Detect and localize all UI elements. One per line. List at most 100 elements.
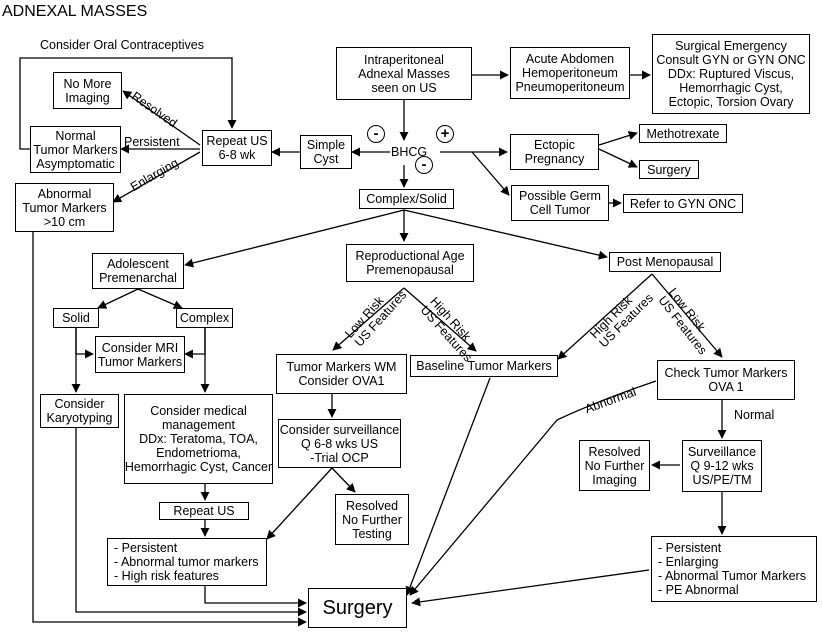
edge-adolescent-complex bbox=[137, 288, 183, 309]
edge-karyotyping-surgery bbox=[75, 428, 307, 617]
node-line: Karyotyping bbox=[46, 411, 113, 425]
edge-ocp-loop bbox=[19, 57, 237, 150]
node-line: Consider medical bbox=[150, 404, 247, 418]
node-complex-solid: Complex/Solid bbox=[359, 189, 454, 209]
node-line: Q 6-8 wks US bbox=[300, 436, 379, 451]
node-solid: Solid bbox=[53, 308, 99, 328]
node-line: DDx: Ruptured Viscus, bbox=[667, 67, 795, 81]
node-line: Premenopausal bbox=[366, 263, 454, 277]
node-acute-abdomen: Acute Abdomen Hemoperitoneum Pneumoperit… bbox=[510, 47, 630, 99]
node-line: Hemoperitoneum bbox=[522, 66, 618, 80]
node-line: - PE Abnormal bbox=[658, 583, 739, 597]
minus-sign-left: - bbox=[367, 125, 385, 143]
node-line: Post Menopausal bbox=[616, 255, 714, 269]
node-refer-gyn-onc: Refer to GYN ONC bbox=[623, 194, 743, 213]
node-surgery-small: Surgery bbox=[639, 160, 699, 179]
edge-bhcg-germcell bbox=[471, 151, 510, 196]
node-line: Adnexal Masses bbox=[358, 66, 450, 81]
node-line: Complex bbox=[179, 311, 230, 325]
node-line: No More bbox=[63, 76, 112, 91]
node-line: Surgery bbox=[322, 597, 393, 619]
node-line: Check Tumor Markers bbox=[664, 366, 788, 380]
node-line: Imaging bbox=[65, 90, 110, 105]
node-line: Testing bbox=[352, 526, 392, 541]
node-adolescent: Adolescent Premenarchal bbox=[92, 253, 184, 289]
edge-complex-adolescent bbox=[184, 209, 405, 268]
node-repeat-us: Repeat US bbox=[159, 502, 249, 520]
node-line: No Further bbox=[342, 512, 402, 527]
edge-abnormal10-surgery bbox=[32, 232, 307, 627]
node-line: Repeat US bbox=[206, 134, 268, 148]
node-line: Resolved bbox=[588, 444, 641, 459]
node-line: Adolescent bbox=[107, 257, 169, 271]
node-line: Surgical Emergency bbox=[675, 39, 787, 53]
node-line: >10 cm bbox=[43, 214, 86, 229]
node-line: DDx: Teratoma, TOA, bbox=[139, 432, 258, 446]
node-no-more-imaging: No More Imaging bbox=[53, 72, 122, 109]
node-repeat-us-6-8: Repeat US 6-8 wk bbox=[202, 130, 272, 166]
node-intraperitoneal: Intraperitoneal Adnexal Masses seen on U… bbox=[336, 47, 472, 100]
node-line: Pregnancy bbox=[524, 152, 585, 166]
node-normal-markers: Normal Tumor Markers Asymptomatic bbox=[30, 126, 121, 173]
edge-repeatus-enlarging bbox=[112, 151, 201, 203]
node-line: No Further bbox=[584, 458, 645, 473]
node-surveillance-6-8: Consider surveillance Q 6-8 wks US -Tria… bbox=[278, 419, 401, 468]
node-line: Refer to GYN ONC bbox=[629, 196, 737, 211]
node-line: Simple bbox=[306, 138, 346, 152]
edge-check-abnormal-surgery bbox=[409, 380, 657, 596]
node-surgical-emergency: Surgical Emergency Consult GYN or GYN ON… bbox=[652, 34, 810, 114]
node-line: Abnormal bbox=[37, 186, 92, 201]
edge-complex-mri bbox=[184, 328, 206, 359]
node-complex: Complex bbox=[176, 308, 233, 328]
node-line: US/PE/TM bbox=[692, 473, 752, 487]
node-resolved-no-testing: Resolved No Further Testing bbox=[335, 494, 409, 545]
node-line: Surveillance bbox=[687, 445, 757, 459]
edge-adolescent-solid bbox=[97, 288, 139, 309]
node-line: Consider OVA1 bbox=[298, 374, 385, 388]
node-line: Consider bbox=[54, 397, 105, 411]
node-line: Resolved bbox=[345, 498, 399, 513]
edge-post-check bbox=[651, 273, 723, 358]
node-simple-cyst: Simple Cyst bbox=[300, 135, 352, 169]
node-line: Acute Abdomen bbox=[525, 52, 615, 66]
edge-post-baseline bbox=[557, 273, 653, 360]
node-resolved-no-imaging: Resolved No Further Imaging bbox=[579, 440, 650, 491]
node-line: - High risk features bbox=[114, 569, 219, 583]
node-line: Ectopic, Torsion Ovary bbox=[668, 95, 794, 109]
edge-complex-postmeno bbox=[403, 209, 608, 260]
edge-repro-baseline bbox=[403, 287, 477, 352]
node-surveillance-9-12: Surveillance Q 9-12 wks US/PE/TM bbox=[682, 440, 762, 492]
page-title: ADNEXAL MASSES bbox=[2, 3, 148, 20]
node-tumor-markers-wm: Tumor Markers WM Consider OVA1 bbox=[276, 354, 407, 394]
node-line: Complex/Solid bbox=[366, 192, 447, 206]
label-persistent: Persistent bbox=[124, 135, 180, 149]
node-line: Consider surveillance bbox=[279, 422, 400, 437]
node-line: - Enlarging bbox=[658, 555, 719, 569]
node-line: Tumor Markers bbox=[22, 200, 107, 215]
node-line: Imaging bbox=[592, 472, 637, 487]
node-line: Hemorrhagic Cyst, bbox=[679, 81, 783, 95]
node-line: Q 9-12 wks bbox=[690, 459, 754, 473]
node-line: - Persistent bbox=[114, 541, 178, 555]
label-normal: Normal bbox=[734, 408, 775, 422]
node-ectopic-pregnancy: Ectopic Pregnancy bbox=[510, 134, 599, 170]
node-persistent-list-left: - Persistent - Abnormal tumor markers - … bbox=[107, 538, 267, 586]
node-line: - Persistent bbox=[658, 541, 722, 555]
node-line: Possible Germ bbox=[519, 189, 601, 203]
node-line: Cyst bbox=[313, 152, 339, 166]
node-line: Cell Tumor bbox=[529, 203, 591, 217]
node-line: Asymptomatic bbox=[36, 156, 115, 171]
node-line: Ectopic bbox=[534, 138, 575, 152]
node-check-markers: Check Tumor Markers OVA 1 bbox=[657, 360, 795, 400]
node-line: Tumor Markers WM bbox=[286, 360, 397, 374]
node-abnormal-markers-10cm: Abnormal Tumor Markers >10 cm bbox=[15, 183, 114, 232]
node-persistent-list-right: - Persistent - Enlarging - Abnormal Tumo… bbox=[651, 536, 817, 602]
edge-surveillance-resolved bbox=[331, 467, 356, 493]
node-surgery-main: Surgery bbox=[308, 588, 407, 628]
node-line: Baseline Tumor Markers bbox=[416, 359, 552, 373]
node-line: 6-8 wk bbox=[218, 148, 256, 162]
node-line: OVA 1 bbox=[708, 380, 744, 394]
edge-ectopic-surgery bbox=[598, 148, 638, 168]
node-line: seen on US bbox=[371, 80, 437, 95]
node-line: Pneumoperitoneum bbox=[515, 80, 625, 94]
